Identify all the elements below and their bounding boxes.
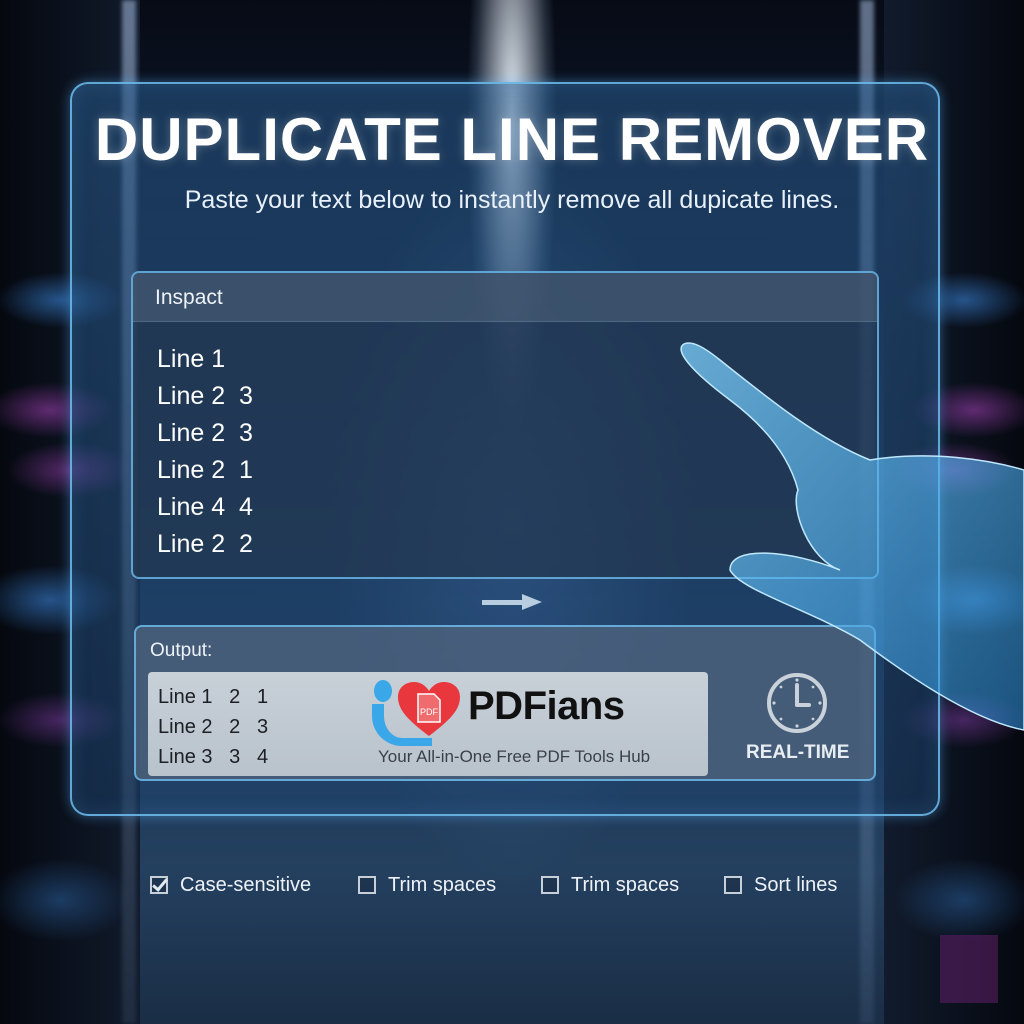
output-panel: Output: Line 1 2 1 Line 2 2 3 Line 3 3 4…: [134, 625, 876, 781]
corner-decoration: [940, 935, 998, 1003]
input-header: [133, 273, 877, 322]
clock-icon: [767, 673, 827, 733]
checkbox[interactable]: [358, 876, 376, 894]
input-lines: Line 1 Line 2 3 Line 2 3 Line 2 1 Line 4…: [157, 341, 253, 563]
logo-tagline: Your All-in-One Free PDF Tools Hub: [378, 747, 651, 766]
input-line: Line 2 3: [157, 382, 253, 410]
option-case-sensitive[interactable]: Case-sensitive: [150, 870, 311, 900]
output-line: Line 3 3 4: [158, 746, 269, 768]
logo-person-icon: [374, 680, 392, 702]
pdfians-logo: PDF PDFians Your All-in-One Free PDF Too…: [372, 678, 672, 768]
input-textarea[interactable]: Inspact Line 1 Line 2 3 Line 2 3 Line 2 …: [131, 271, 879, 579]
page-title: DUPLICATE LINE REMOVER: [94, 106, 930, 173]
checkbox[interactable]: [724, 876, 742, 894]
arrow-right-icon: [482, 594, 542, 610]
option-label: Case-sensitive: [180, 873, 312, 896]
logo-name: PDFians: [468, 684, 625, 728]
option-sort-lines[interactable]: Sort lines: [724, 870, 837, 900]
svg-text:PDF: PDF: [420, 707, 439, 717]
output-line: Line 1 2 1: [158, 686, 269, 708]
option-label: Trim spaces: [571, 873, 680, 896]
checkbox-checked[interactable]: [150, 876, 168, 894]
options-row: Case-sensitive Trim spaces Trim spaces S…: [150, 870, 870, 900]
input-line: Line 1: [157, 345, 226, 373]
option-label: Trim spaces: [388, 873, 497, 896]
heart-pdf-icon: PDF: [398, 682, 460, 736]
checkbox[interactable]: [541, 876, 559, 894]
input-line: Line 4 4: [157, 493, 253, 521]
input-line: Line 2 2: [157, 530, 253, 558]
output-label: Output:: [150, 640, 213, 661]
output-line: Line 2 2 3: [158, 716, 269, 738]
output-lines: Line 1 2 1 Line 2 2 3 Line 3 3 4: [158, 682, 268, 772]
input-label: Inspact: [155, 286, 223, 309]
output-textarea[interactable]: Line 1 2 1 Line 2 2 3 Line 3 3 4 PDF PDF…: [148, 672, 708, 776]
input-line: Line 2 3: [157, 419, 253, 447]
page-subtitle: Paste your text below to instantly remov…: [184, 186, 840, 214]
option-trim-spaces[interactable]: Trim spaces: [358, 870, 496, 900]
option-label: Sort lines: [754, 873, 838, 896]
input-line: Line 2 1: [157, 456, 253, 484]
option-trim-spaces-2[interactable]: Trim spaces: [541, 870, 679, 900]
realtime-label: REAL-TIME: [746, 742, 850, 763]
